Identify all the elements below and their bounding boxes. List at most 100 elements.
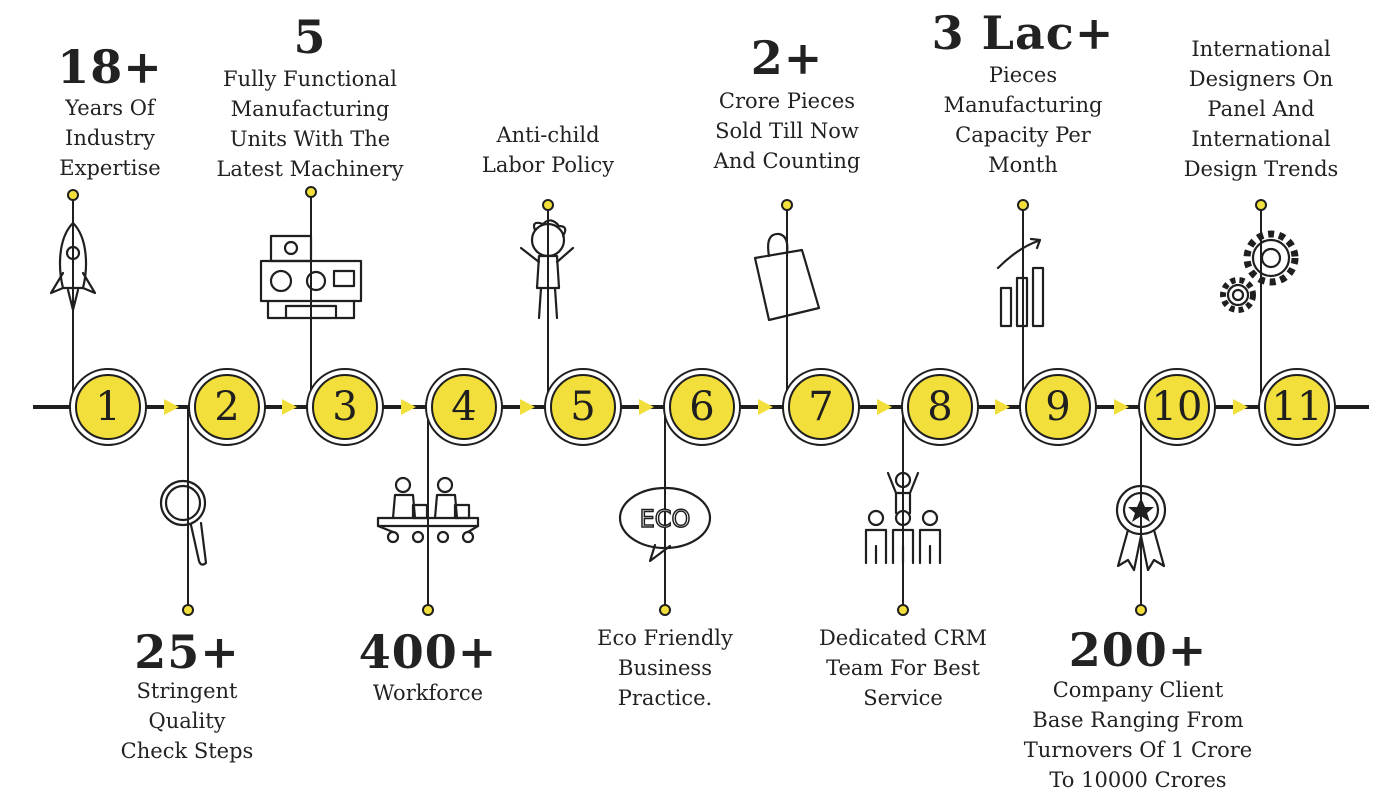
- eco-bubble-icon: ECO: [615, 483, 715, 567]
- milestone-description-line: Anti-child: [496, 123, 600, 147]
- arrow-right-icon: [280, 397, 298, 417]
- growth-chart-icon: [993, 233, 1053, 337]
- arrow-right-icon: [636, 397, 655, 417]
- step-node-1[interactable]: 1: [69, 368, 147, 446]
- connector-dot: [67, 189, 79, 201]
- milestone-description-line: Dedicated CRM: [818, 626, 988, 650]
- milestone-description-line: Industry: [65, 126, 155, 150]
- step-node-9[interactable]: 9: [1019, 368, 1097, 446]
- connector-line: [547, 205, 549, 405]
- milestone-description-line: Pieces: [988, 63, 1058, 87]
- milestone-headline: 400+: [358, 625, 498, 679]
- milestone-headline: 2+: [750, 31, 824, 85]
- arrow-right-icon: [755, 397, 774, 417]
- connector-dot: [1017, 199, 1029, 211]
- step-number: 3: [312, 374, 378, 440]
- arrow-right-icon: [161, 397, 180, 417]
- milestone-description-line: Crore Pieces: [718, 89, 856, 113]
- workers-icon: [373, 473, 483, 557]
- milestone-description-line: Eco Friendly: [597, 626, 733, 650]
- step-node-4[interactable]: 4: [425, 368, 503, 446]
- milestone-description-line: Quality: [148, 709, 226, 733]
- team-icon: [858, 468, 948, 572]
- connector-line: [902, 409, 904, 610]
- milestone-description-line: To 10000 Crores: [1049, 768, 1227, 792]
- step-number: 4: [431, 374, 497, 440]
- step-node-11[interactable]: 11: [1258, 368, 1336, 446]
- step-number: 1: [75, 374, 141, 440]
- arrow-right-icon: [1111, 397, 1130, 417]
- milestone-description-line: Expertise: [59, 156, 161, 180]
- step-node-7[interactable]: 7: [782, 368, 860, 446]
- milestone-description-line: Capacity Per: [955, 123, 1091, 147]
- milestone-description-line: International: [1191, 127, 1331, 151]
- step-node-8[interactable]: 8: [901, 368, 979, 446]
- machine-icon: [256, 226, 366, 330]
- connector-dot: [1255, 199, 1267, 211]
- step-node-5[interactable]: 5: [544, 368, 622, 446]
- milestone-description-line: Turnovers Of 1 Crore: [1023, 738, 1253, 762]
- step-node-2[interactable]: 2: [188, 368, 266, 446]
- step-number: 8: [907, 374, 973, 440]
- milestone-description-line: Base Ranging From: [1032, 708, 1244, 732]
- connector-line: [664, 409, 666, 610]
- connector-line: [786, 205, 788, 405]
- rocket-icon: [43, 218, 103, 322]
- connector-dot: [542, 199, 554, 211]
- connector-dot: [781, 199, 793, 211]
- step-number: 7: [788, 374, 854, 440]
- connector-dot: [182, 604, 194, 616]
- milestone-description-line: Team For Best: [826, 656, 980, 680]
- connector-line: [187, 409, 189, 610]
- milestone-description-line: Panel And: [1207, 97, 1315, 121]
- connector-line: [1260, 205, 1262, 405]
- arrow-right-icon: [874, 397, 893, 417]
- milestone-description-line: Design Trends: [1183, 157, 1339, 181]
- svg-text:ECO: ECO: [640, 505, 691, 533]
- step-number: 10: [1144, 374, 1210, 440]
- step-node-3[interactable]: 3: [306, 368, 384, 446]
- milestone-description-line: Labor Policy: [481, 153, 615, 177]
- step-node-6[interactable]: 6: [663, 368, 741, 446]
- milestone-description-line: Fully Functional: [222, 67, 398, 91]
- milestone-description-line: And Counting: [713, 149, 861, 173]
- milestone-description-line: Workforce: [372, 681, 484, 705]
- step-number: 6: [669, 374, 735, 440]
- milestone-description-line: Latest Machinery: [216, 157, 404, 181]
- step-number: 2: [194, 374, 260, 440]
- step-number: 11: [1264, 374, 1330, 440]
- milestone-headline: 25+: [134, 625, 240, 679]
- arrow-right-icon: [1231, 397, 1249, 417]
- milestone-description-line: Units With The: [229, 127, 391, 151]
- milestone-description-line: Business: [618, 656, 712, 680]
- connector-dot: [897, 604, 909, 616]
- arrow-right-icon: [398, 397, 417, 417]
- milestone-description-line: Company Client: [1052, 678, 1224, 702]
- milestone-description-line: Service: [863, 686, 943, 710]
- child-icon: [513, 218, 583, 332]
- award-badge-icon: [1106, 478, 1176, 582]
- connector-line: [72, 195, 74, 405]
- milestone-description-line: Sold Till Now: [715, 119, 859, 143]
- milestone-description-line: Manufacturing: [943, 93, 1103, 117]
- connector-dot: [305, 186, 317, 198]
- connector-dot: [659, 604, 671, 616]
- step-number: 9: [1025, 374, 1091, 440]
- milestone-description-line: Practice.: [617, 686, 713, 710]
- connector-dot: [422, 604, 434, 616]
- connector-dot: [1135, 604, 1147, 616]
- milestone-description-line: International: [1191, 37, 1331, 61]
- shopping-bag-icon: [747, 228, 827, 332]
- milestone-description-line: Designers On: [1188, 67, 1334, 91]
- arrow-right-icon: [993, 397, 1011, 417]
- milestone-headline: 3 Lac+: [931, 6, 1115, 60]
- step-node-10[interactable]: 10: [1138, 368, 1216, 446]
- magnifier-icon: [153, 473, 223, 577]
- milestone-description-line: Month: [988, 153, 1058, 177]
- step-number: 5: [550, 374, 616, 440]
- milestone-description-line: Manufacturing: [230, 97, 390, 121]
- gears-icon: [1216, 223, 1306, 327]
- milestone-description-line: Stringent: [136, 679, 238, 703]
- milestone-description-line: Check Steps: [120, 739, 254, 763]
